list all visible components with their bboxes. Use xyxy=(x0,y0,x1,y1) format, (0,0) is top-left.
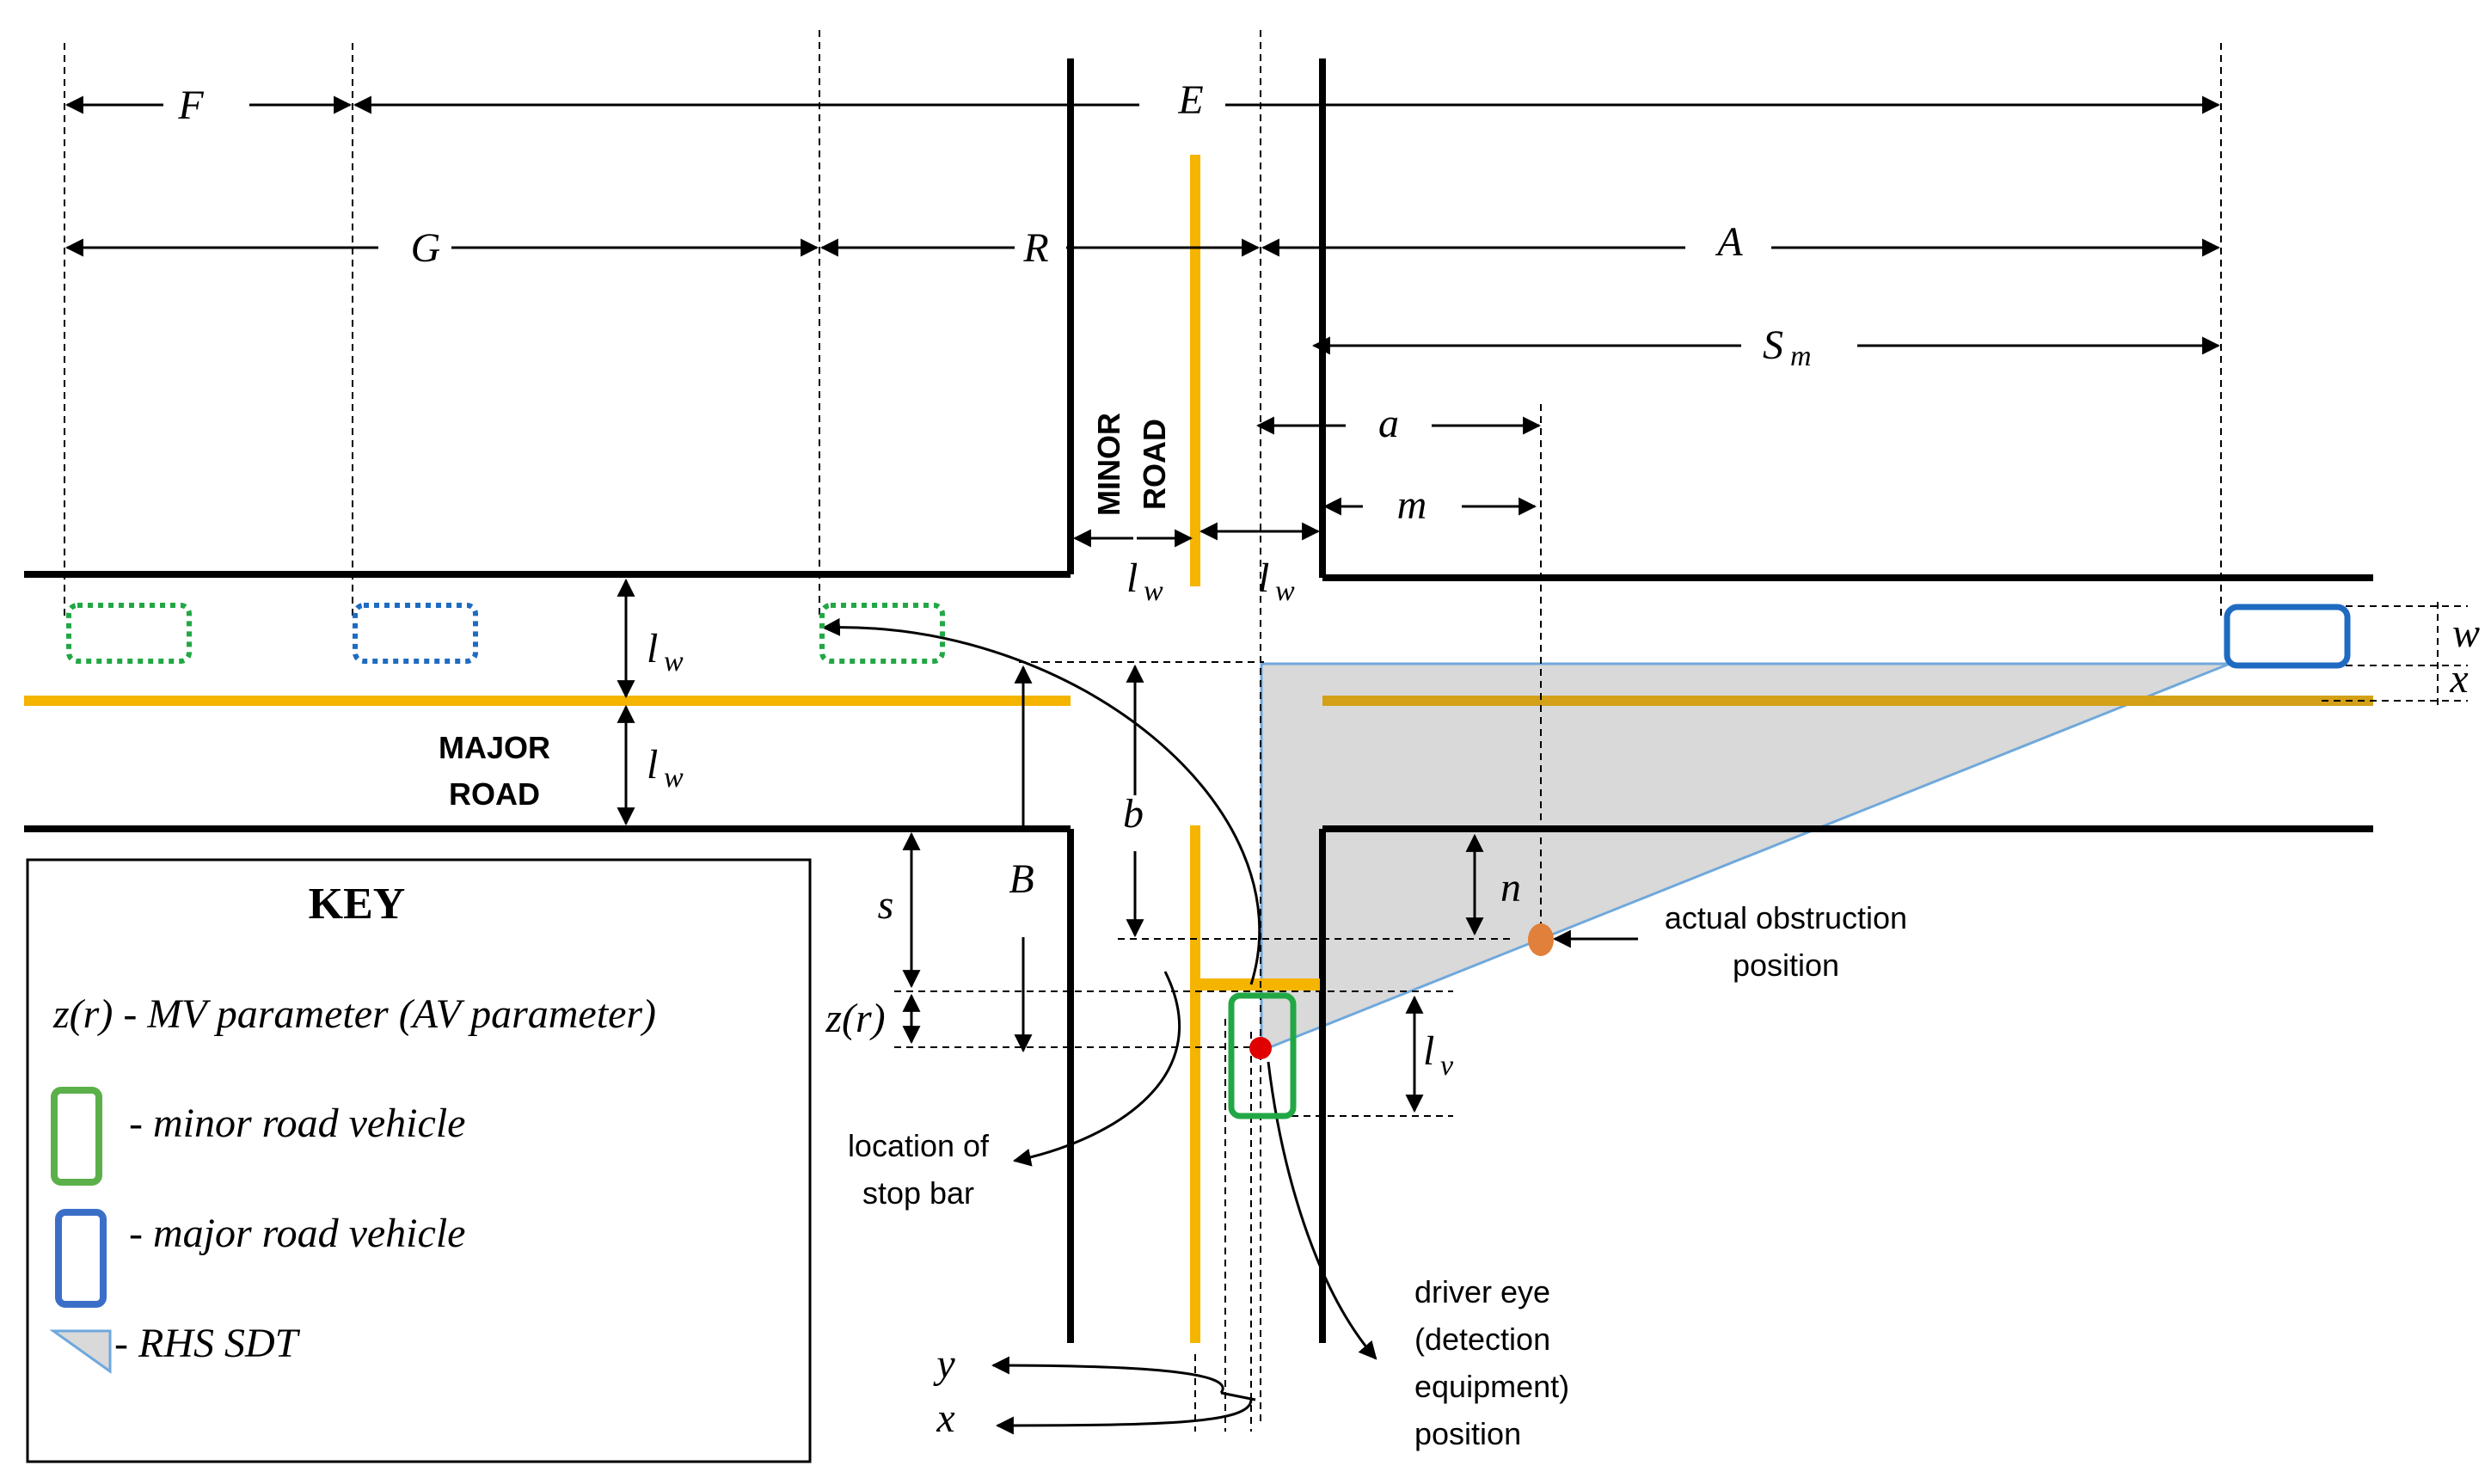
major-road xyxy=(24,58,2373,1343)
label-w: w xyxy=(2452,610,2480,656)
label-s: s xyxy=(878,882,894,928)
eye-label-2: (detection xyxy=(1414,1321,1550,1357)
major-vehicle-dotted xyxy=(353,603,478,664)
axis-y-label: y xyxy=(932,1341,955,1387)
label-S-sub: m xyxy=(1790,340,1812,372)
legend-minor-vehicle: - minor road vehicle xyxy=(129,1101,465,1146)
label-lw-3: l xyxy=(647,626,658,671)
label-lw-2: l xyxy=(1258,555,1269,601)
legend-sdt-swatch xyxy=(49,1329,112,1374)
label-E: E xyxy=(1177,77,1203,123)
vehicles xyxy=(66,603,2351,1119)
label-lv: l xyxy=(1423,1028,1434,1074)
obstruction-point xyxy=(1528,923,1554,956)
major-road-label-1: MAJOR xyxy=(439,730,550,765)
center-lines xyxy=(24,155,2373,1343)
label-S: S xyxy=(1763,322,1783,368)
label-lw-1: l xyxy=(1126,555,1138,601)
eye-label-1: driver eye xyxy=(1414,1274,1550,1309)
minor-vehicle-dotted-2 xyxy=(819,603,945,664)
label-B: B xyxy=(1009,856,1034,902)
label-F: F xyxy=(177,83,204,128)
label-m: m xyxy=(1397,482,1427,528)
stopbar-label-1: location of xyxy=(848,1128,990,1163)
label-a: a xyxy=(1378,401,1399,446)
legend: KEY z(r) - MV parameter (AV parameter) -… xyxy=(26,858,812,1463)
label-lw-2-sub: w xyxy=(1275,575,1295,607)
label-lv-sub: v xyxy=(1440,1050,1454,1082)
road-labels: MINOR ROAD MAJOR ROAD actual obstruction… xyxy=(439,413,1907,1451)
legend-frame xyxy=(26,858,812,1463)
legend-sdt: - RHS SDT xyxy=(114,1321,301,1366)
legend-major-vehicle-swatch xyxy=(55,1209,107,1308)
label-n: n xyxy=(1500,865,1521,911)
dimension-arrows xyxy=(64,95,2221,1435)
stopbar-label-2: stop bar xyxy=(862,1175,974,1211)
major-road-vehicle xyxy=(2224,604,2351,669)
legend-title: KEY xyxy=(309,880,406,929)
driver-eye-point xyxy=(1249,1037,1272,1059)
legend-minor-vehicle-swatch xyxy=(51,1087,102,1186)
eye-label-3: equipment) xyxy=(1414,1369,1569,1404)
minor-road-vehicle xyxy=(1228,992,1297,1119)
legend-major-vehicle: - major road vehicle xyxy=(129,1211,465,1256)
label-zr: z(r) xyxy=(825,996,885,1041)
label-lw-3-sub: w xyxy=(664,646,684,678)
label-lw-4-sub: w xyxy=(664,762,684,794)
obstruction-label-1: actual obstruction xyxy=(1665,900,1907,935)
label-R: R xyxy=(1022,225,1048,271)
label-x: x xyxy=(2449,656,2468,702)
minor-vehicle-dotted-1 xyxy=(66,603,192,664)
legend-param: z(r) - MV parameter (AV parameter) xyxy=(52,991,656,1037)
sight-triangle-edge xyxy=(1260,662,2230,1052)
major-road-label-2: ROAD xyxy=(449,776,540,812)
eye-label-4: position xyxy=(1414,1416,1521,1451)
label-lw-1-sub: w xyxy=(1144,575,1163,607)
label-G: G xyxy=(411,225,441,271)
label-b: b xyxy=(1123,791,1144,837)
obstruction-label-2: position xyxy=(1733,947,1839,983)
minor-road-label-1: MINOR xyxy=(1091,413,1126,516)
dimension-labels: F E G R A S m a m l w l w l w l w w x b … xyxy=(177,77,2480,1441)
axis-x-label: x xyxy=(936,1395,954,1441)
label-A: A xyxy=(1715,219,1743,265)
label-lw-4: l xyxy=(647,742,658,788)
minor-road-label-2: ROAD xyxy=(1137,419,1172,510)
